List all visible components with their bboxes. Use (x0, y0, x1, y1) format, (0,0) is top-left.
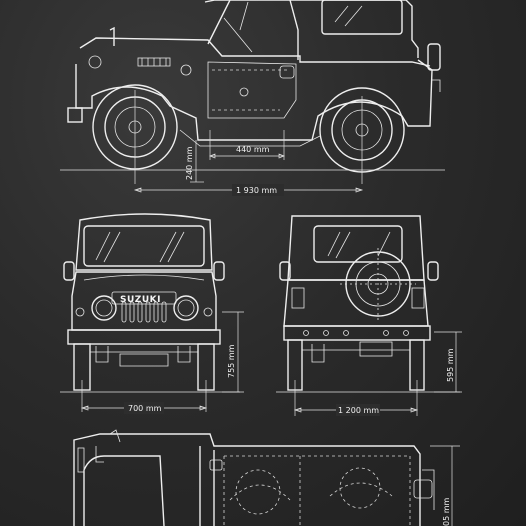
side-body (75, 59, 433, 141)
rear-plate (359, 341, 393, 357)
rear-view: 1 200 mm 595 mm (276, 215, 462, 416)
side-rear-window (321, 0, 403, 35)
dim-rear-track: 1 200 mm (338, 406, 379, 415)
side-front-bumper (67, 107, 83, 123)
dim-top-partial: 05 mm (442, 497, 451, 526)
side-spare (427, 43, 441, 71)
rear-mirror-left (279, 261, 291, 281)
side-headlight (88, 55, 102, 69)
front-mirror-right (213, 261, 225, 281)
front-mirror-left (63, 261, 75, 281)
side-view: 440 mm 240 mm 1 930 mm (60, 0, 445, 196)
rear-lamp-left (291, 287, 305, 309)
dim-rear-height: 595 mm (446, 348, 455, 382)
rear-mirror-right (427, 261, 439, 281)
rear-window (313, 225, 403, 263)
dim-rear-overhang: 440 mm (236, 145, 270, 154)
top-hood (83, 455, 165, 526)
side-roof (204, 0, 419, 58)
top-outline (73, 433, 421, 526)
side-hood (79, 37, 431, 67)
front-badge-plate (111, 291, 177, 305)
front-headlight-right (173, 295, 199, 321)
dim-front-height: 755 mm (227, 344, 236, 378)
rear-bumper (283, 325, 431, 341)
dim-front-track: 700 mm (128, 404, 162, 413)
top-spare (413, 479, 433, 499)
rear-lamp-right (411, 287, 425, 309)
front-badge: SUZUKI (120, 295, 161, 305)
side-fuel-cap (180, 64, 192, 76)
top-view: 05 mm (73, 429, 460, 526)
rear-spare-tire (340, 248, 416, 320)
front-view: SUZUKI 700 mm 755 mm (60, 213, 244, 414)
side-windshield (207, 0, 299, 60)
dim-wheelbase: 1 930 mm (236, 186, 277, 195)
side-door (207, 61, 297, 119)
dim-ground-clearance: 240 mm (185, 146, 194, 180)
front-bumper (67, 329, 221, 345)
top-windscreen (199, 446, 215, 526)
front-grille (121, 301, 167, 323)
front-cabin (75, 213, 213, 271)
front-headlight-left (91, 295, 117, 321)
front-windshield (83, 225, 205, 267)
side-mirror (279, 65, 295, 79)
